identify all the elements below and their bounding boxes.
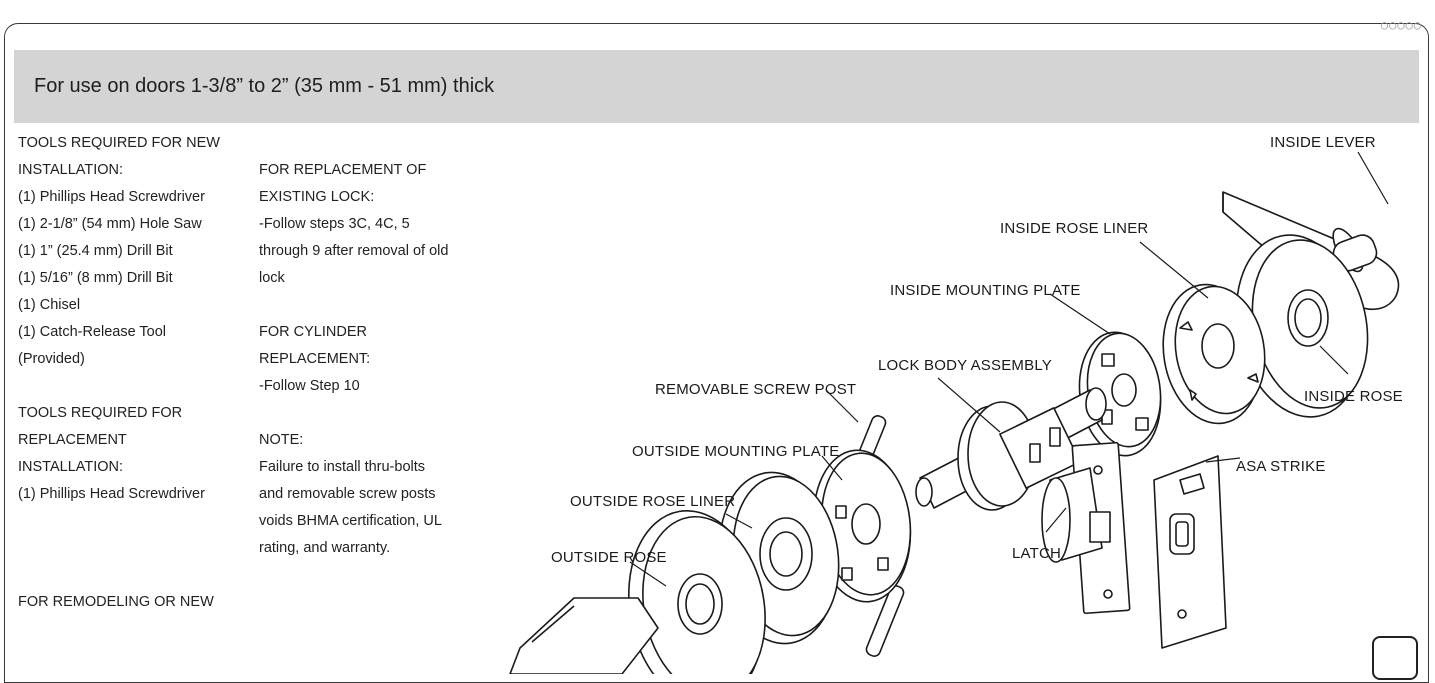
inside-rose-drawing: [1235, 234, 1369, 418]
page-badge: [1372, 636, 1418, 680]
label-outside-rose-liner: OUTSIDE ROSE LINER: [570, 493, 736, 510]
heading-cylinder-2: REPLACEMENT:: [259, 351, 371, 367]
label-outside-rose: OUTSIDE ROSE: [551, 549, 667, 566]
note-line: Failure to install thru-bolts: [259, 459, 426, 475]
heading-replacement-2: REPLACEMENT: [18, 432, 127, 448]
heading-replacement-lock-2: EXISTING LOCK:: [259, 189, 375, 205]
instructions-column: FOR REPLACEMENT OF EXISTING LOCK: -Follo…: [259, 157, 448, 562]
corner-mark: ○○○○○: [1380, 18, 1422, 32]
tool-item: (1) 5/16” (8 mm) Drill Bit: [18, 270, 173, 286]
door-thickness-banner: For use on doors 1-3/8” to 2” (35 mm - 5…: [14, 50, 1419, 123]
banner-text: For use on doors 1-3/8” to 2” (35 mm - 5…: [34, 75, 495, 97]
note-line: and removable screw posts: [259, 486, 436, 502]
tool-item: (1) 1” (25.4 mm) Drill Bit: [18, 243, 173, 259]
latch-drawing: [1041, 441, 1131, 615]
heading-new-install: TOOLS REQUIRED FOR NEW: [18, 135, 220, 151]
instruction-line: -Follow Step 10: [259, 378, 360, 394]
label-outside-mounting-plate: OUTSIDE MOUNTING PLATE: [632, 443, 840, 460]
instruction-line: lock: [259, 270, 285, 286]
note-line: rating, and warranty.: [259, 540, 391, 556]
label-asa-strike: ASA STRIKE: [1236, 458, 1326, 475]
label-inside-lever: INSIDE LEVER: [1270, 134, 1376, 151]
heading-replacement-lock: FOR REPLACEMENT OF: [259, 162, 427, 178]
tool-item: (1) 2-1/8” (54 mm) Hole Saw: [18, 216, 202, 232]
outside-rose-drawing: [628, 510, 766, 674]
label-latch: LATCH: [1012, 545, 1062, 562]
heading-replacement-3: INSTALLATION:: [18, 459, 124, 475]
heading-remodel: FOR REMODELING OR NEW: [18, 594, 214, 610]
tool-item: (1) Phillips Head Screwdriver: [18, 189, 205, 205]
tool-item: (Provided): [18, 351, 85, 367]
heading-replacement: TOOLS REQUIRED FOR: [18, 405, 183, 421]
exploded-lock-diagram: [509, 151, 1400, 674]
heading-new-install-2: INSTALLATION:: [18, 162, 124, 178]
note-line: voids BHMA certification, UL: [259, 513, 442, 529]
tool-item: (1) Chisel: [18, 297, 81, 313]
label-inside-rose: INSIDE ROSE: [1304, 388, 1403, 405]
tool-item: (1) Phillips Head Screwdriver: [18, 486, 205, 502]
instruction-line: -Follow steps 3C, 4C, 5: [259, 216, 410, 232]
tools-column: TOOLS REQUIRED FOR NEW INSTALLATION: (1)…: [18, 130, 220, 616]
inside-mounting-plate-drawing: [1078, 331, 1162, 457]
tool-item: (1) Catch-Release Tool: [18, 324, 167, 340]
label-lock-body-assembly: LOCK BODY ASSEMBLY: [878, 357, 1052, 374]
lock-body-assembly-drawing: [915, 387, 1107, 511]
instruction-line: through 9 after removal of old: [259, 243, 449, 259]
label-removable-screw-post: REMOVABLE SCREW POST: [655, 381, 857, 398]
outside-lever-drawing: [509, 597, 659, 674]
asa-strike-drawing: [1153, 455, 1227, 649]
leader-lines: [629, 151, 1389, 587]
label-inside-rose-liner: INSIDE ROSE LINER: [1000, 220, 1149, 237]
label-inside-mounting-plate: INSIDE MOUNTING PLATE: [890, 282, 1081, 299]
heading-cylinder: FOR CYLINDER: [259, 324, 367, 340]
heading-note: NOTE:: [259, 432, 304, 448]
inside-rose-liner-drawing: [1162, 283, 1266, 425]
